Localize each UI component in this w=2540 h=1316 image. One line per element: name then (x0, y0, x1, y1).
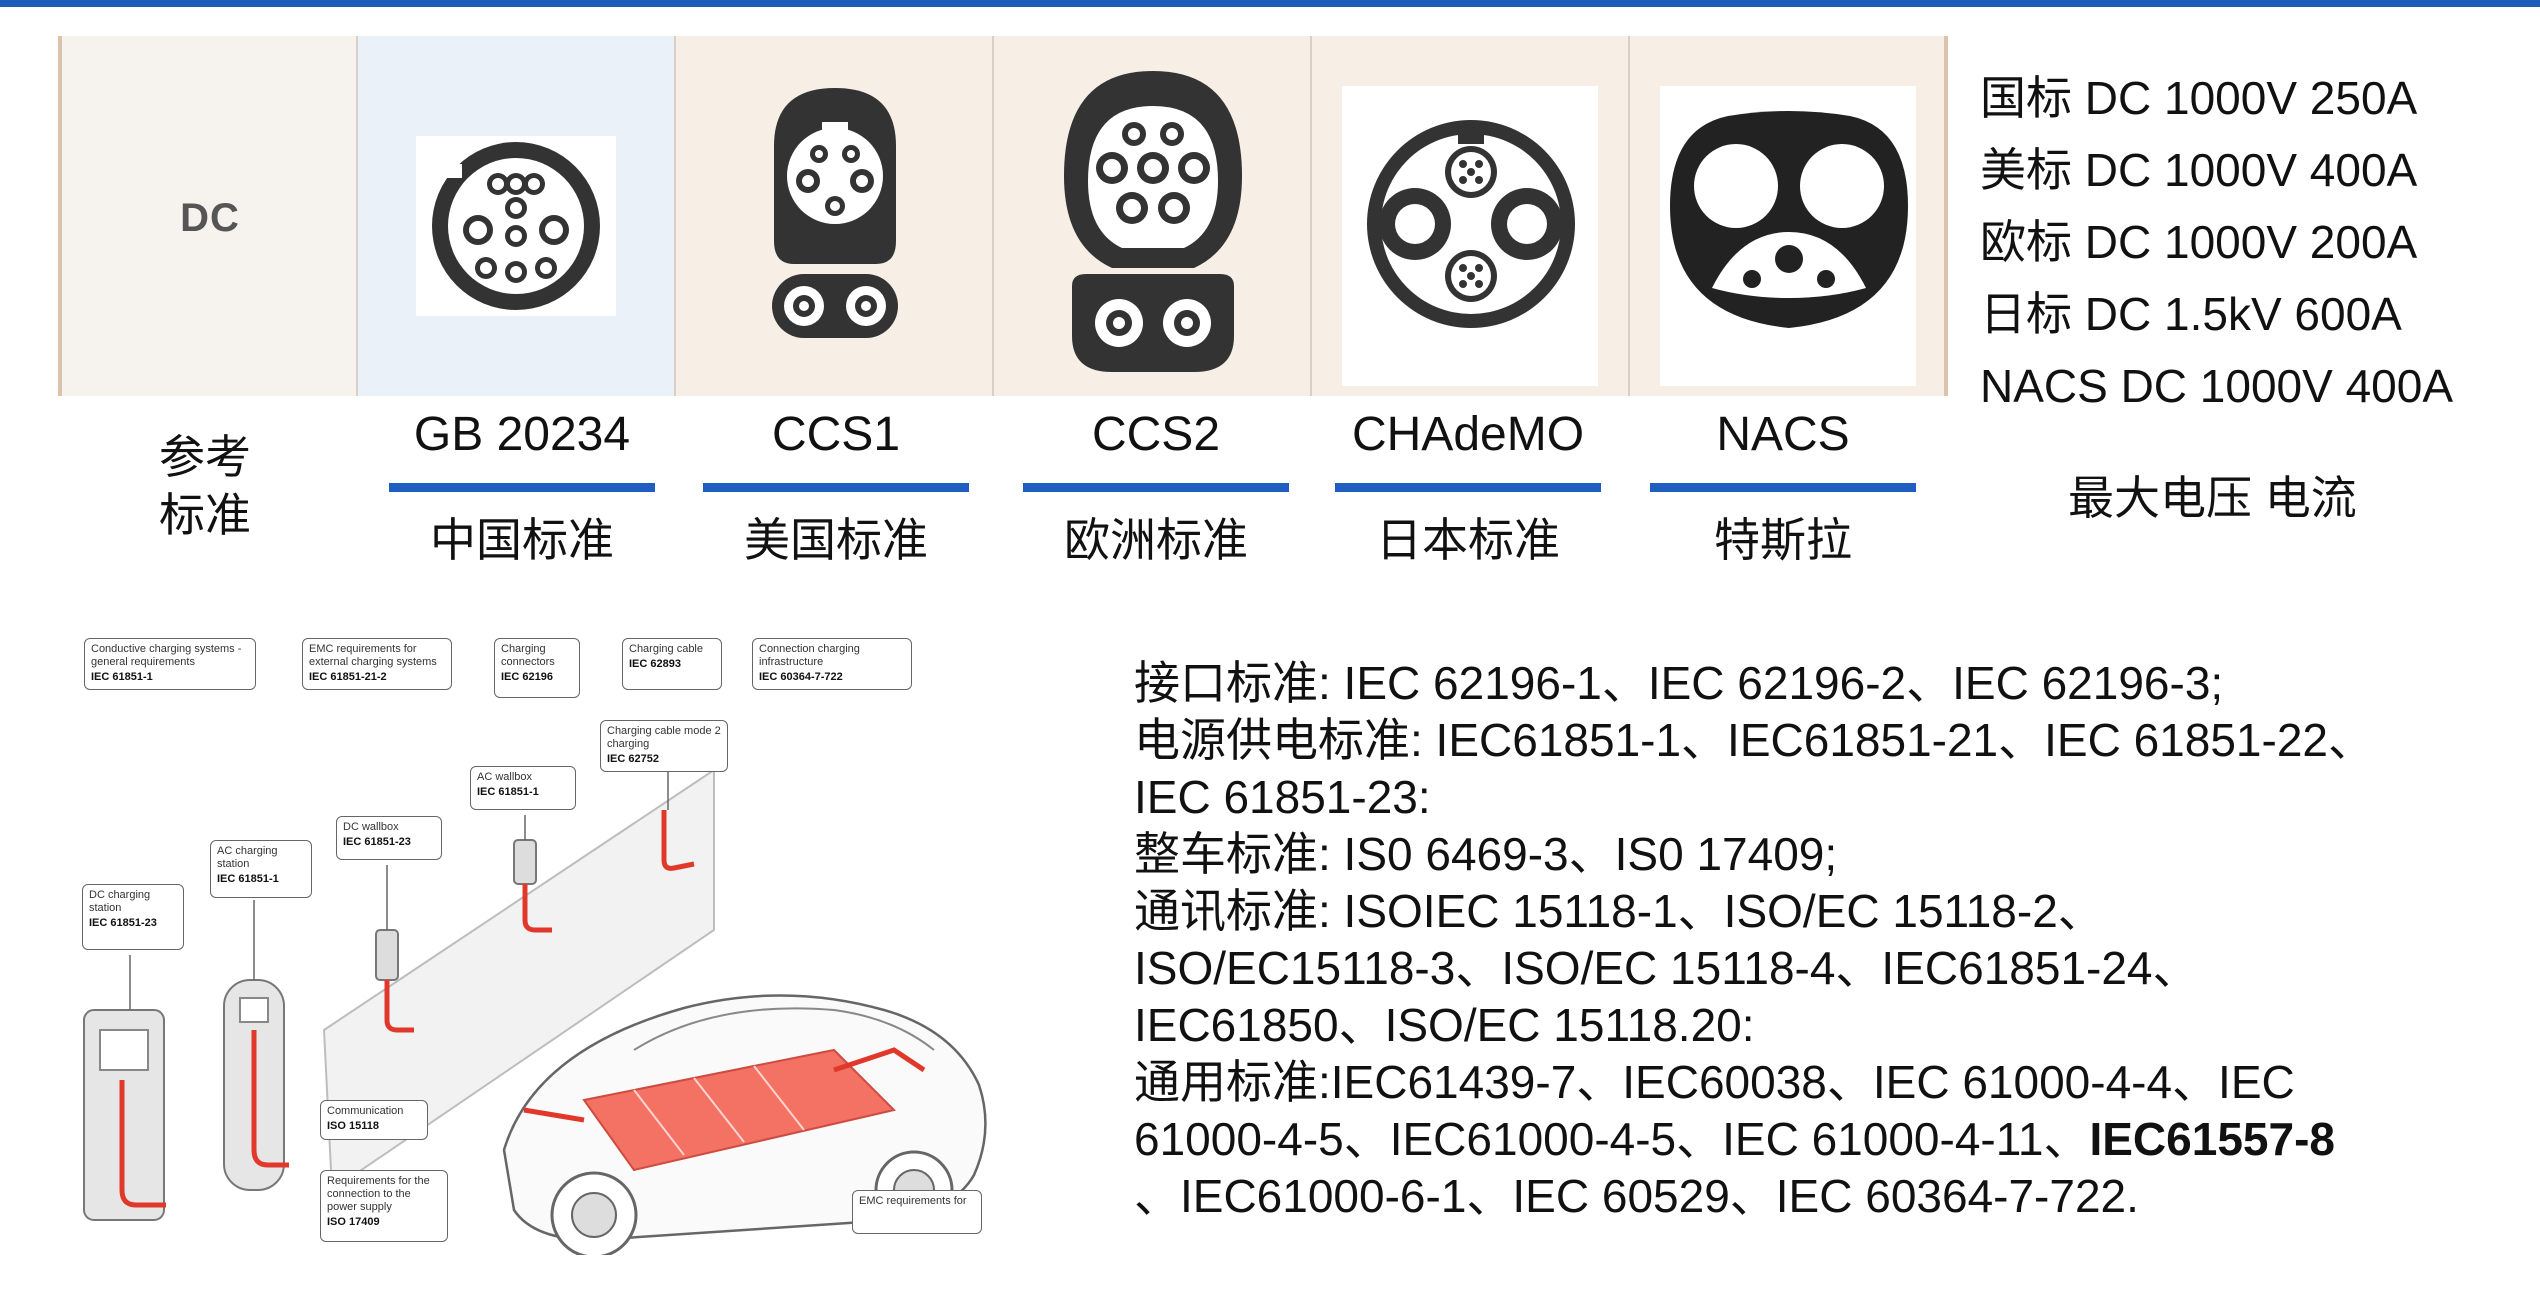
charging-standards-diagram: Conductive charging systems - general re… (74, 630, 1034, 1255)
reference-label: 参考 标准 (150, 428, 260, 544)
power-supply-standards-cont: IEC 61851-23: (1134, 771, 1431, 823)
standards-text-block: 接口标准: IEC 62196-1、IEC 62196-2、IEC 62196-… (1134, 655, 2514, 1225)
reference-label-line2: 标准 (159, 489, 251, 541)
dc-wallbox-icon (375, 929, 399, 981)
spec-gb: 国标 DC 1000V 250A (1980, 72, 2418, 124)
standard-name: CHAdeMO (1351, 408, 1585, 461)
ccs1-connector-icon (772, 88, 898, 338)
spec-jp: 日标 DC 1.5kV 600A (1980, 288, 2402, 340)
standard-divider (1023, 483, 1289, 492)
battery-icon (582, 1048, 896, 1172)
ccs1-cell (676, 36, 994, 396)
standard-region: 日本标准 (1376, 514, 1560, 566)
standard-ccs2: CCS2 欧洲标准 (1023, 405, 1289, 570)
communication-standards-cont1: ISO/EC15118-3、ISO/EC 15118-4、IEC61851-24… (1134, 942, 2199, 994)
standard-ccs1: CCS1 美国标准 (703, 405, 969, 570)
dc-cell: DC (62, 36, 358, 396)
reference-label-line1: 参考 (159, 431, 251, 483)
chademo-connector-icon (1342, 86, 1598, 386)
interface-standards: 接口标准: IEC 62196-1、IEC 62196-2、IEC 62196-… (1134, 657, 2224, 709)
standard-region: 特斯拉 (1714, 514, 1852, 566)
general-standards-cont1: 61000-4-5、IEC61000-4-5、IEC 61000-4-11、IE… (1134, 1111, 2514, 1168)
ac-wallbox-icon (513, 839, 537, 885)
vehicle-standards: 整车标准: IS0 6469-3、IS0 17409; (1134, 828, 1838, 880)
general-standards-cont2: 、IEC61000-6-1、IEC 60529、IEC 60364-7-722. (1134, 1170, 2139, 1222)
spec-eu: 欧标 DC 1000V 200A (1980, 216, 2418, 268)
general-standards-text: 61000-4-5、IEC61000-4-5、IEC 61000-4-11、 (1134, 1113, 2090, 1165)
gb-20234-cell (358, 36, 676, 396)
chademo-cell (1312, 36, 1630, 396)
nacs-connector-icon (1660, 86, 1916, 386)
label-power-supply: Requirements for the connection to the p… (320, 1170, 448, 1242)
power-supply-standards: 电源供电标准: IEC61851-1、IEC61851-21、IEC 61851… (1134, 714, 2375, 766)
communication-standards: 通讯标准: ISOIEC 15118-1、ISO/EC 15118-2、 (1134, 885, 2104, 937)
max-voltage-current-label: 最大电压 电流 (2068, 472, 2357, 524)
communication-standards-cont2: IEC61850、ISO/EC 15118.20: (1134, 999, 1755, 1051)
standard-nacs: NACS 特斯拉 (1650, 405, 1916, 570)
label-emc-vehicle: EMC requirements for (852, 1190, 982, 1234)
nacs-cell (1630, 36, 1944, 396)
gb-20234-connector-icon (416, 136, 616, 316)
general-standards-bold: IEC61557-8 (2089, 1113, 2335, 1165)
ccs2-connector-icon (1064, 71, 1242, 372)
spec-us: 美标 DC 1000V 400A (1980, 144, 2418, 196)
standard-divider (389, 483, 655, 492)
standard-gb: GB 20234 中国标准 (389, 405, 655, 570)
ccs2-cell (994, 36, 1312, 396)
standard-name: GB 20234 (413, 408, 631, 461)
connector-strip: DC (58, 36, 1948, 396)
max-ratings-list: 国标 DC 1000V 250A 美标 DC 1000V 400A 欧标 DC … (1980, 62, 2453, 422)
standard-divider (703, 483, 969, 492)
standard-region: 中国标准 (430, 514, 614, 566)
diagram-illustration (83, 768, 987, 1255)
dc-label: DC (180, 196, 240, 240)
top-accent-bar (0, 0, 2540, 7)
spec-nacs: NACS DC 1000V 400A (1980, 360, 2454, 412)
standard-region: 欧洲标准 (1064, 514, 1248, 566)
standard-divider (1650, 483, 1916, 492)
standard-name: NACS (1716, 408, 1850, 461)
standard-name: CCS2 (1091, 408, 1221, 461)
label-emc-external: EMC requirements for external charging s… (302, 638, 452, 690)
standard-region: 美国标准 (744, 514, 928, 566)
standard-chademo: CHAdeMO 日本标准 (1335, 405, 1601, 570)
standard-divider (1335, 483, 1601, 492)
general-standards: 通用标准:IEC61439-7、IEC60038、IEC 61000-4-4、I… (1134, 1056, 2295, 1108)
standard-name: CCS1 (771, 408, 901, 461)
label-conductive-charging: Conductive charging systems - general re… (84, 638, 256, 690)
